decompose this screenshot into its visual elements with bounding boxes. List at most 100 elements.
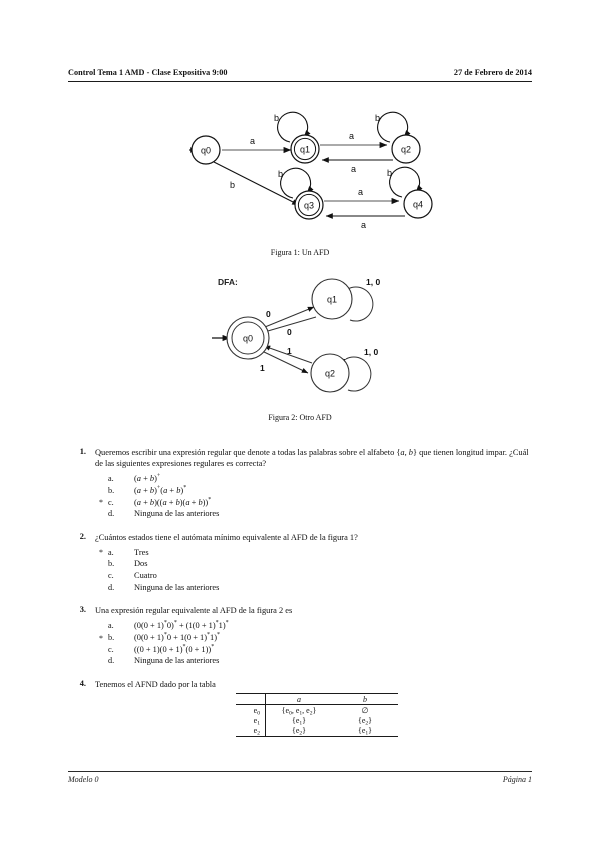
question-1: 1. Queremos escribir una expresión regul… (68, 447, 532, 521)
option-3b[interactable]: * b. (0(0 + 1)*0 + 1(0 + 1)*1)* (95, 632, 532, 645)
afnd-row-e2-state: e2 (236, 725, 266, 737)
figure1-edge-label-q3-q3: b (278, 169, 283, 179)
afnd-table-row-e2: e2 {e2} {e1} (236, 725, 398, 737)
option-3a-text: (0(0 + 1)*0)* + (1(0 + 1)*1)* (134, 620, 229, 631)
question-2-number: 2. (79, 531, 86, 541)
option-2d[interactable]: d. Ninguna de las anteriores (95, 583, 532, 595)
figure1-state-q2-label: q2 (401, 145, 411, 155)
option-3b-letter: b. (108, 633, 115, 643)
figure2-selfloop-q1 (341, 286, 374, 322)
footer-page-number: Página 1 (502, 775, 532, 784)
question-2-text: ¿Cuántos estados tiene el autómata mínim… (95, 532, 358, 542)
question-4-number: 4. (79, 678, 86, 688)
afnd-table-row-e0: e0 {e0, e1, e2} ∅ (236, 704, 398, 717)
figure1-edge-q0-q3 (213, 161, 300, 206)
option-1d-text: Ninguna de las anteriores (134, 509, 220, 519)
afnd-transition-table: a b e0 {e0, e1, e2} ∅ e1 {e1} {e2} e2 {e… (236, 692, 398, 737)
option-2c-text: Cuatro (134, 571, 157, 581)
option-1d-letter: d. (108, 509, 115, 519)
figure1-state-q0-label: q0 (201, 146, 211, 156)
option-2b[interactable]: b. Dos (95, 559, 532, 571)
figure-2-automaton: DFA: 0 0 1 1 1, 0 1, 0 (212, 277, 380, 393)
figure2-edge-label-q2-q2: 1, 0 (364, 347, 378, 357)
page-header: Control Tema 1 AMD - Clase Expositiva 9:… (68, 68, 532, 77)
afnd-table-row-e1: e1 {e1} {e2} (236, 715, 398, 727)
figure2-edge-label-q1-q1: 1, 0 (366, 277, 380, 287)
option-1c[interactable]: * c. (a + b)((a + b)(a + b))* (95, 497, 532, 510)
option-2c[interactable]: c. Cuatro (95, 571, 532, 583)
option-3b-marker: * (99, 633, 103, 643)
option-3c[interactable]: c. ((0 + 1)(0 + 1)*(0 + 1))* (95, 643, 532, 657)
figure2-state-q1-label: q1 (327, 295, 337, 305)
figure1-selfloop-q3 (280, 167, 314, 199)
option-2b-letter: b. (108, 559, 115, 569)
afnd-row-e0-state: e0 (236, 704, 266, 716)
figure2-selfloop-q2 (339, 356, 372, 392)
figure1-edge-label-q2-q1: a (351, 164, 356, 174)
option-1c-marker: * (99, 498, 103, 508)
afnd-header-b: b (332, 692, 398, 706)
option-3c-text: ((0 + 1)(0 + 1)*(0 + 1))* (134, 643, 215, 654)
option-3a[interactable]: a. (0(0 + 1)*0)* + (1(0 + 1)*1)* (95, 621, 532, 633)
figure-1-automaton: a b b a a b b a a (189, 111, 433, 230)
figure1-state-q4-label: q4 (413, 200, 423, 210)
footer-model: Modelo 0 (68, 775, 99, 784)
question-2-options: * a. Tres b. Dos c. Cuatro d. Ninguna de… (95, 548, 532, 594)
figure2-state-q0-label: q0 (243, 334, 253, 344)
figure1-edge-label-q2-q2: b (375, 113, 380, 123)
option-3a-letter: a. (108, 621, 114, 631)
figure1-state-q3-label: q3 (304, 201, 314, 211)
header-date: 27 de Febrero de 2014 (453, 68, 532, 77)
option-1b[interactable]: b. (a + b)+(a + b)* (95, 485, 532, 498)
afnd-row-e1-state: e1 (236, 715, 266, 726)
question-3-text: Una expresión regular equivalente al AFD… (95, 606, 293, 616)
afnd-row-e1-a: {e1} (291, 715, 307, 727)
figure1-state-q1: q1 (290, 134, 320, 164)
option-1a[interactable]: a. (a + b)+ (95, 474, 532, 486)
figure1-state-q4: q4 (403, 189, 433, 219)
option-3d-text: Ninguna de las anteriores (134, 656, 220, 666)
figure2-state-q2-label: q2 (325, 369, 335, 379)
figure1-edge-label-q0-q3: b (230, 180, 235, 190)
figure1-selfloop-q2 (377, 111, 411, 143)
option-2d-letter: d. (108, 582, 115, 592)
figure1-edge-label-q3-q4: a (358, 187, 363, 197)
option-3d-letter: d. (108, 656, 115, 666)
figure1-selfloop-q4 (389, 166, 423, 198)
option-3d[interactable]: d. Ninguna de las anteriores (95, 656, 532, 668)
figure1-state-q0: q0 (191, 135, 221, 165)
afnd-row-e2-b: {e1} (332, 725, 398, 737)
figure1-edge-label-q1-q2: a (349, 131, 354, 141)
afnd-header-blank (236, 692, 266, 706)
option-3b-text: (0(0 + 1)*0 + 1(0 + 1)*1)* (134, 632, 221, 643)
figure2-state-q2: q2 (310, 353, 350, 393)
figure-2: DFA: 0 0 1 1 1, 0 1, 0 (150, 263, 450, 433)
option-2a-letter: a. (108, 547, 114, 557)
option-2a[interactable]: * a. Tres (95, 548, 532, 560)
header-title: Control Tema 1 AMD - Clase Expositiva 9:… (68, 68, 228, 77)
question-1-options: a. (a + b)+ b. (a + b)+(a + b)* * c. (a … (95, 474, 532, 520)
figure1-edge-label-q4-q3: a (361, 220, 366, 230)
question-list: 1. Queremos escribir una expresión regul… (68, 447, 532, 699)
figure2-edge-label-q0-q2: 1 (260, 363, 265, 373)
question-4-text: Tenemos el AFND dado por la tabla (95, 679, 216, 689)
option-2a-text: Tres (134, 547, 149, 557)
figure2-edge-q2-q0 (263, 345, 313, 364)
option-2a-marker: * (99, 548, 103, 558)
option-1b-letter: b. (108, 485, 115, 495)
figure-2-caption: Figura 2: Otro AFD (268, 413, 332, 422)
option-1d[interactable]: d. Ninguna de las anteriores (95, 509, 532, 521)
option-2c-letter: c. (108, 571, 114, 581)
afnd-row-e0-a: {e0, e1, e2} (281, 705, 317, 717)
header-divider (68, 81, 532, 82)
option-1a-text: (a + b)+ (134, 473, 161, 484)
figure-1-caption: Figura 1: Un AFD (270, 248, 330, 257)
figure2-edge-q0-q1 (264, 306, 315, 328)
figure1-edge-label-q1-q1: b (274, 113, 279, 123)
figure2-edge-q1-q0 (260, 316, 317, 334)
option-1b-text: (a + b)+(a + b)* (134, 485, 187, 495)
page-footer: Modelo 0 Página 1 (68, 775, 532, 784)
figure2-title: DFA: (218, 277, 238, 287)
figure2-edge-q0-q2 (261, 350, 309, 374)
